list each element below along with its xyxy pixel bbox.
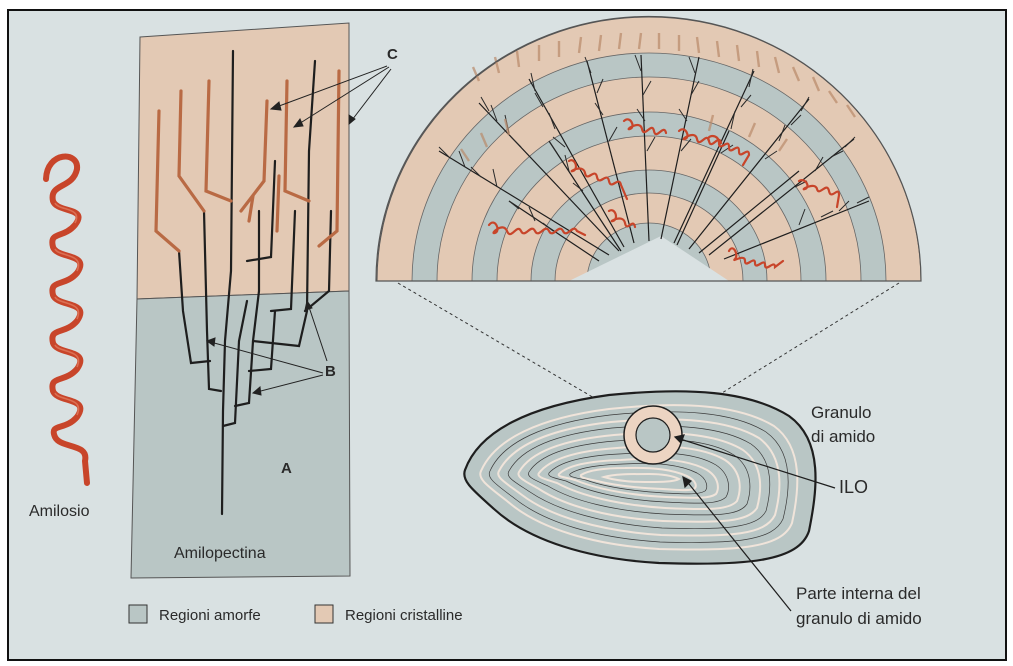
inner-part-label-line1: Parte interna del <box>796 584 921 603</box>
granule-label-line1: Granulo <box>811 403 871 422</box>
legend-label-amorphous: Regioni amorfe <box>159 607 261 624</box>
legend-swatch-crystalline <box>315 605 333 623</box>
diagram-page: C B A Amilopectina <box>7 9 1007 661</box>
legend-item-crystalline: Regioni cristalline <box>315 605 463 624</box>
ilo-label: ILO <box>839 477 868 497</box>
crystalline-region <box>137 23 349 299</box>
label-c: C <box>387 46 398 63</box>
inner-part-label-line2: granulo di amido <box>796 609 922 628</box>
amylopectin-panel: C B A Amilopectina <box>131 23 398 578</box>
granule-label-line2: di amido <box>811 427 875 446</box>
amylose-label: Amilosio <box>29 503 90 520</box>
starch-diagram: C B A Amilopectina <box>9 11 1007 661</box>
starch-granule <box>464 391 815 563</box>
amylopectin-label: Amilopectina <box>174 545 266 562</box>
label-b: B <box>325 363 336 380</box>
hilum <box>624 406 682 464</box>
label-a: A <box>281 460 292 477</box>
legend-swatch-amorphous <box>129 605 147 623</box>
legend-label-crystalline: Regioni cristalline <box>345 607 463 624</box>
legend-item-amorphous: Regioni amorfe <box>129 605 261 624</box>
legend: Regioni amorfe Regioni cristalline <box>129 605 463 624</box>
amylose-helix <box>46 157 87 483</box>
granule-labels: Granulo di amido ILO Parte interna del g… <box>796 403 922 628</box>
